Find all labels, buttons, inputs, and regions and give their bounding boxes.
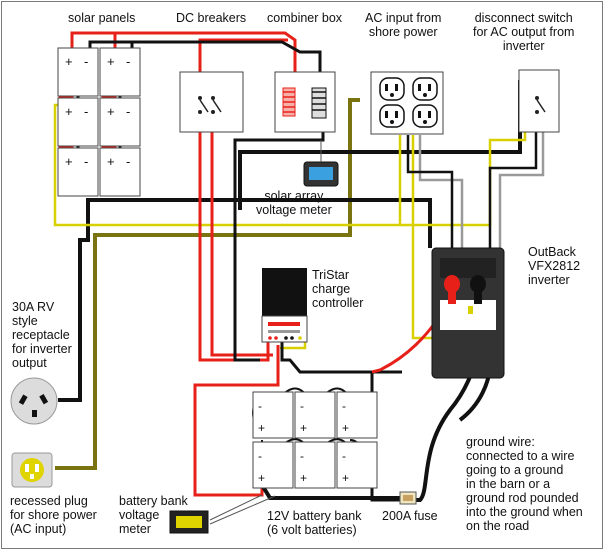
fuse [399,491,417,505]
ac-outlet-box [370,71,444,135]
label-ac-input: AC input from shore power [365,11,441,39]
label-solar-panels: solar panels [68,11,136,25]
svg-text:+: + [300,421,307,435]
svg-text:+: + [300,471,307,485]
label-ground-line3: going to a ground [466,463,564,477]
svg-text:+: + [107,104,115,119]
label-combiner-box: combiner box [267,11,343,25]
label-outback-line1: OutBack [528,245,576,259]
label-rv-line2: style [12,314,38,328]
svg-text:+: + [65,154,73,169]
label-outback-line3: inverter [528,273,570,287]
svg-text:-: - [126,154,130,169]
olive-ac-input-wire [55,98,360,470]
svg-text:-: - [126,104,130,119]
label-plug-line3: (AC input) [10,522,67,536]
label-rv-line3: receptacle [12,328,70,342]
label-battery-bank: 12V battery bank (6 volt batteries) [267,509,362,537]
label-battery-bank-line1: 12V battery bank [267,509,362,523]
svg-text:-: - [126,54,130,69]
label-ground-line6: into the ground when [466,505,583,519]
label-outback-line2: VFX2812 [528,259,581,273]
label-rv-line1: 30A RV [12,300,55,314]
label-tristar-line1: TriStar [312,268,350,282]
label-tristar-line3: controller [312,296,364,310]
label-disconnect-line3: inverter [502,39,545,53]
label-ac-input-line1: AC input from [365,11,442,25]
label-battery-meter: battery bank voltage meter [119,494,188,536]
svg-text:+: + [65,104,73,119]
recessed-plug-icon [11,452,53,488]
svg-text:+: + [342,421,349,435]
svg-text:+: + [258,421,265,435]
svg-text:-: - [342,399,346,413]
meter-wires [209,494,276,525]
label-recessed-plug: recessed plug for shore power (AC input) [10,494,97,536]
svg-text:-: - [84,104,88,119]
label-battery-meter-line2: voltage [119,508,160,522]
battery-meter [169,510,209,534]
label-disconnect-line2: for AC output from [473,25,575,39]
label-rv-receptacle: 30A RV style receptacle for inverter out… [12,300,72,370]
svg-text:+: + [107,54,115,69]
svg-text:-: - [84,154,88,169]
label-ground-line4: in the barn or a [466,477,551,491]
svg-text:-: - [84,54,88,69]
label-battery-meter-line3: meter [119,522,151,536]
combiner-box [274,71,336,133]
label-ground-wire: ground wire: connected to a wire going t… [466,435,583,533]
dc-breakers-box [179,71,244,133]
disconnect-switch-box [518,69,560,133]
label-battery-meter-line1: battery bank [119,494,188,508]
label-disconnect-line1: disconnect switch [474,11,573,25]
label-plug-line1: recessed plug [10,494,88,508]
svg-text:-: - [300,449,304,463]
label-ground-line5: ground rod pounded [466,491,579,505]
label-dc-breakers: DC breakers [176,11,247,25]
label-tristar: TriStar charge controller [312,268,363,310]
label-outback: OutBack VFX2812 inverter [528,245,580,287]
label-ground-line1: ground wire: [466,435,535,449]
battery-bank: - + - + - + - + - + - + [252,391,378,489]
rv-receptacle-icon [10,377,58,425]
svg-text:+: + [258,471,265,485]
outback-inverter [431,247,505,379]
label-ground-line2: connected to a wire [466,449,575,463]
svg-text:+: + [342,471,349,485]
svg-text:-: - [342,449,346,463]
solar-panels: +- +- +- +- +- +- [57,47,141,197]
svg-text:-: - [258,449,262,463]
label-ac-input-line2: shore power [368,25,438,39]
label-rv-line5: output [12,356,47,370]
label-solar-meter: solar array voltage meter [256,189,332,217]
label-disconnect-switch: disconnect switch for AC output from inv… [473,11,574,53]
svg-text:+: + [107,154,115,169]
solar-meter [303,140,339,187]
label-rv-line4: for inverter [12,342,72,356]
tristar-controller [261,268,308,343]
label-ground-line7: on the road [466,519,530,533]
label-fuse: 200A fuse [382,509,438,523]
label-tristar-line2: charge [312,282,351,296]
label-solar-meter-line1: solar array [264,189,324,203]
label-battery-bank-line2: (6 volt batteries) [267,523,357,537]
svg-text:+: + [65,54,73,69]
label-plug-line2: for shore power [10,508,97,522]
svg-text:-: - [258,399,262,413]
svg-text:-: - [300,399,304,413]
label-solar-meter-line2: voltage meter [256,203,332,217]
